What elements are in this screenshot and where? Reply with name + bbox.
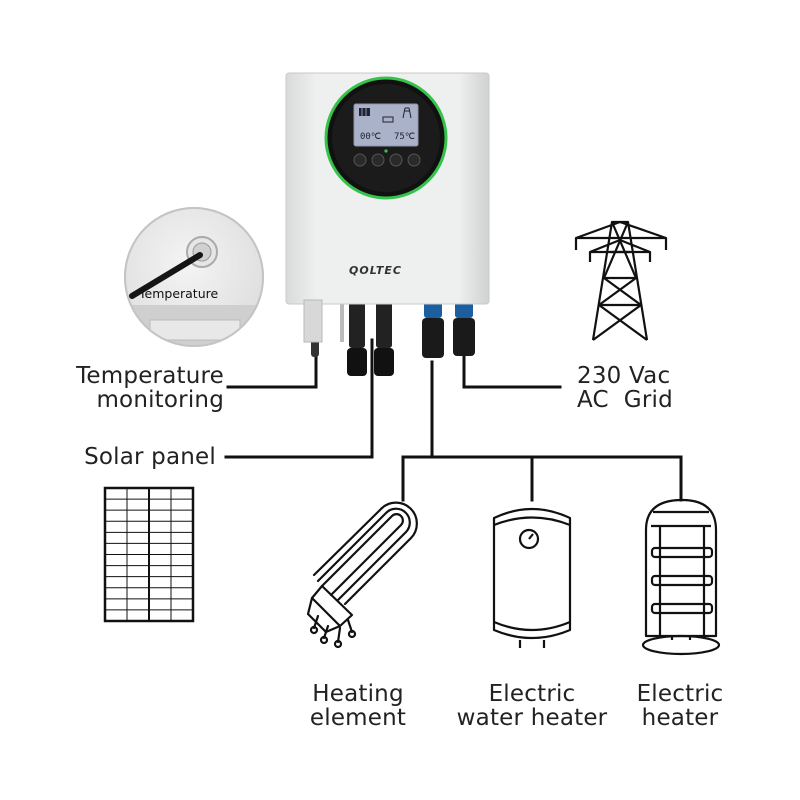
connection-lines — [226, 330, 681, 500]
label-heating-element: Heating element — [288, 682, 428, 730]
label-water-heater-line2: water heater — [452, 706, 612, 730]
device-button-2 — [372, 154, 384, 166]
lcd-temp-right: 75℃ — [394, 132, 415, 142]
label-electric-heater: Electric heater — [620, 682, 740, 730]
temperature-line — [228, 330, 316, 387]
label-temperature-monitoring-line2: monitoring — [60, 388, 224, 412]
heating-element-icon — [308, 503, 417, 647]
label-heating-element-line2: element — [288, 706, 428, 730]
inverter-device: 00℃ 75℃ QOLTEC — [286, 73, 489, 376]
grid-line — [464, 352, 560, 387]
lcd-solar-icon — [359, 108, 370, 116]
label-solar-panel: Solar panel — [60, 445, 216, 469]
label-solar-panel-text: Solar panel — [60, 445, 216, 469]
electric-heater-icon — [643, 500, 719, 654]
inset-label: Temperature — [138, 286, 218, 301]
label-grid: 230 Vac AC Grid — [577, 364, 697, 412]
solar-panel-icon — [105, 488, 193, 621]
device-button-3 — [390, 154, 402, 166]
label-electric-heater-line2: heater — [620, 706, 740, 730]
label-grid-line2: AC Grid — [577, 388, 697, 412]
label-heating-element-line1: Heating — [288, 682, 428, 706]
water-heater-icon — [494, 509, 570, 648]
device-button-1 — [354, 154, 366, 166]
transmission-tower-icon — [576, 222, 666, 340]
label-temperature-monitoring: Temperature monitoring — [60, 364, 224, 412]
label-temperature-monitoring-line1: Temperature — [60, 364, 224, 388]
lcd-temp-left: 00℃ — [360, 132, 381, 142]
label-grid-line1: 230 Vac — [577, 364, 697, 388]
label-water-heater: Electric water heater — [452, 682, 612, 730]
device-button-4 — [408, 154, 420, 166]
device-brand-logo: QOLTEC — [349, 264, 402, 277]
temperature-sensor-icon: Temperature — [120, 200, 270, 360]
device-cables — [311, 302, 475, 376]
label-water-heater-line1: Electric — [452, 682, 612, 706]
label-electric-heater-line1: Electric — [620, 682, 740, 706]
